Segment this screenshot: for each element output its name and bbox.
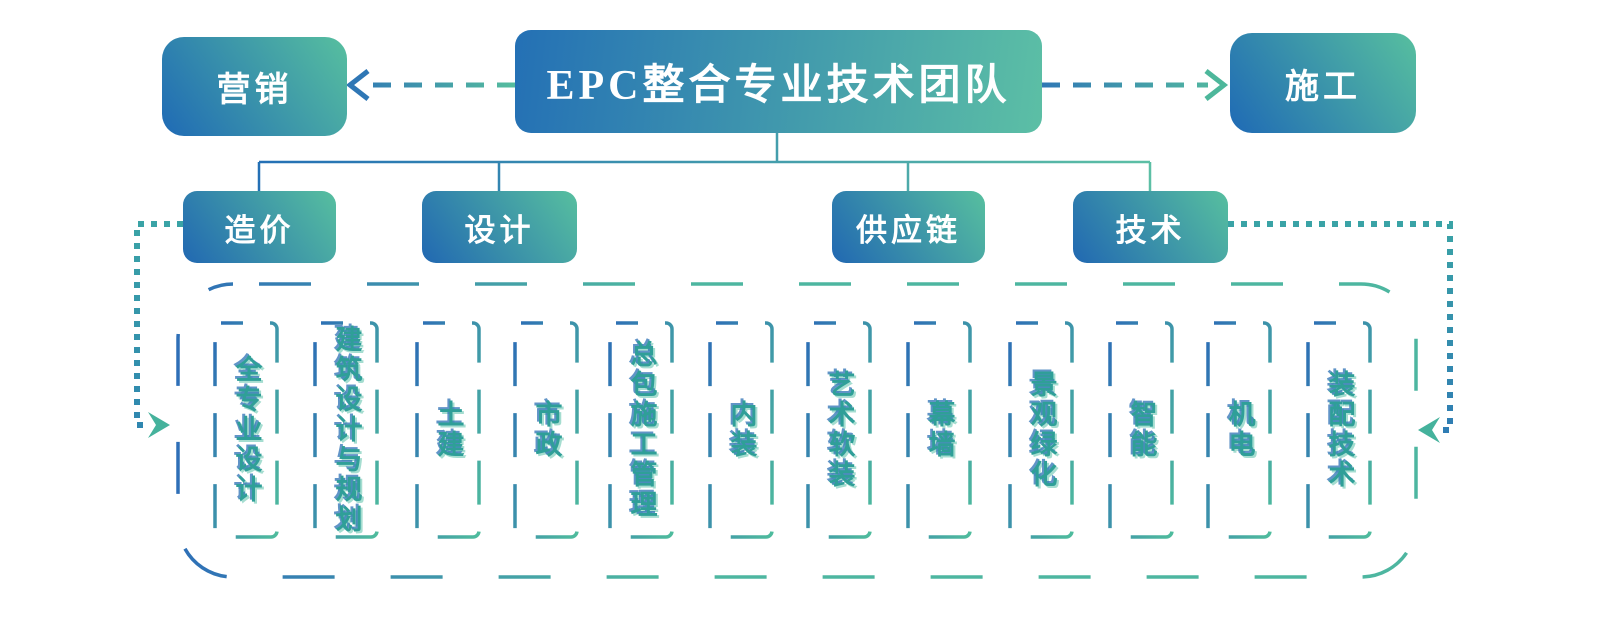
specialty-item-landscape-greening: 景观绿化 [1010,323,1072,537]
specialty-label: 智能 [1126,400,1157,460]
specialty-box-borders [213,321,1372,539]
construction-node: 施工 [1230,33,1416,133]
specialty-item-mechanical-electrical: 机电 [1208,323,1270,537]
specialty-item-civil-construction: 土建 [417,323,479,537]
dotted-loop-left-arrowhead-icon [148,412,170,438]
root-node-label: EPC整合专业技术团队 [546,63,1011,109]
specialty-label: 艺术软装 [824,370,855,490]
specialty-label: 内装 [726,400,757,460]
dotted-loop-right-arrowhead-icon [1418,417,1440,443]
specialty-label: 建筑设计与规划 [331,325,362,535]
branch-node-technology: 技术 [1073,191,1228,263]
dotted-loop-left [134,221,183,428]
specialty-item-full-discipline-design: 全专业设计 [215,323,277,537]
branch-node-design-label: 设计 [464,212,535,248]
arrowhead-left-icon [345,69,370,101]
specialty-label: 机电 [1224,400,1255,460]
specialty-item-prefabrication-technology: 装配技术 [1308,323,1370,537]
specialty-label: 幕墙 [924,400,955,460]
branch-node-supply-chain: 供应链 [832,191,985,263]
specialty-label: 景观绿化 [1026,370,1057,490]
specialty-item-general-contracting-management: 总包施工管理 [610,323,672,537]
marketing-node: 营销 [162,37,347,136]
specialty-label: 装配技术 [1324,370,1355,490]
branch-node-design: 设计 [422,191,577,263]
branch-node-cost-label: 造价 [224,212,295,248]
root-node: EPC整合专业技术团队 [515,30,1042,133]
specialty-label: 总包施工管理 [626,340,657,520]
branch-node-supply-chain-label: 供应链 [856,212,961,248]
specialty-label: 全专业设计 [231,355,262,505]
specialty-item-interior-finishing: 内装 [710,323,772,537]
marketing-node-label: 营销 [216,72,293,109]
branch-node-technology-label: 技术 [1115,212,1186,248]
specialty-item-art-soft-decoration: 艺术软装 [808,323,870,537]
specialty-label: 土建 [433,400,464,460]
specialty-label: 市政 [531,400,562,460]
tree-connector [257,133,1152,191]
construction-node-label: 施工 [1285,68,1361,106]
specialty-item-intelligent-systems: 智能 [1110,323,1172,537]
specialty-item-curtain-wall: 幕墙 [908,323,970,537]
arrowhead-right-icon [1204,69,1229,101]
branch-node-cost: 造价 [183,191,336,263]
specialty-item-architectural-design-planning: 建筑设计与规划 [315,323,377,537]
dotted-loop-right [1228,221,1453,433]
specialty-item-municipal: 市政 [515,323,577,537]
